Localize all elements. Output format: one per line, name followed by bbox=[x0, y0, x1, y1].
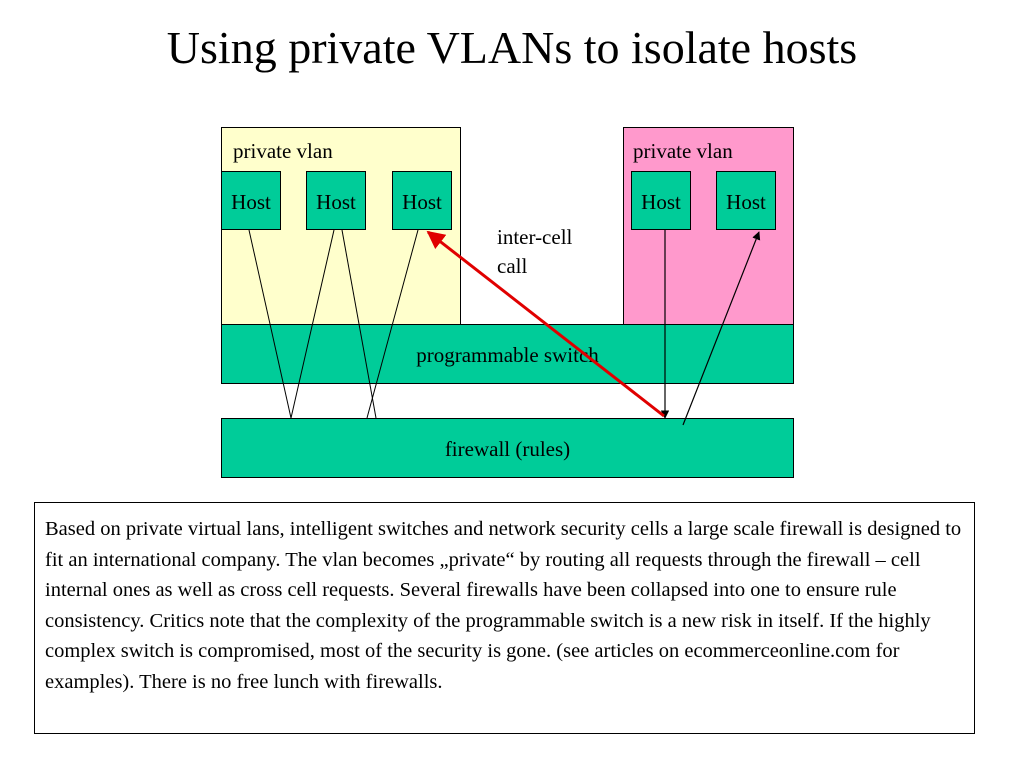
inter-cell-call-arrow bbox=[426, 230, 665, 418]
wire-host3-a bbox=[366, 229, 419, 419]
wire-host1-a bbox=[248, 229, 292, 419]
host-left-1: Host bbox=[221, 171, 281, 230]
host-right-2: Host bbox=[716, 171, 776, 230]
inter-cell-call-label: inter-cell call bbox=[497, 225, 573, 278]
host-left-3: Host bbox=[392, 171, 452, 230]
description-text: Based on private virtual lans, intellige… bbox=[34, 502, 975, 734]
programmable-switch: programmable switch bbox=[221, 324, 794, 384]
firewall-rules: firewall (rules) bbox=[221, 418, 794, 478]
vlan-label-right: private vlan bbox=[633, 139, 733, 163]
wire-host1-b bbox=[290, 229, 335, 419]
wire-right-host2-up bbox=[682, 231, 761, 426]
connection-lines bbox=[248, 229, 761, 426]
vlan-label-left: private vlan bbox=[233, 139, 333, 163]
host-right-1: Host bbox=[631, 171, 691, 230]
page-title: Using private VLANs to isolate hosts bbox=[166, 22, 858, 73]
host-left-2: Host bbox=[306, 171, 366, 230]
wire-host2-b bbox=[341, 229, 377, 419]
